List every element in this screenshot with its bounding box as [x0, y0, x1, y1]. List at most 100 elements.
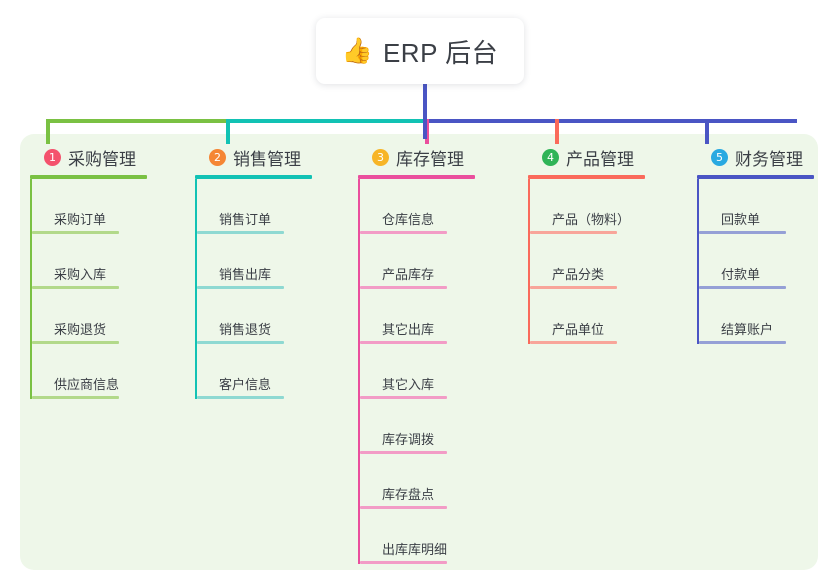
item-rule	[32, 341, 119, 344]
column-spine-2	[195, 179, 197, 399]
column-header-3[interactable]: 3 库存管理	[358, 144, 475, 170]
root-title: ERP 后台	[382, 37, 499, 68]
column-header-rule-2	[195, 175, 312, 179]
item-label: 销售订单	[219, 212, 272, 227]
bus-segment-5	[705, 119, 797, 123]
column-header-2[interactable]: 2 销售管理	[195, 144, 312, 170]
item-label: 仓库信息	[382, 212, 435, 227]
item-label: 库存盘点	[382, 487, 435, 502]
column-items-3: 仓库信息产品库存其它出库其它入库库存调拨库存盘点出库库明细	[358, 179, 475, 564]
item-rule	[360, 286, 447, 289]
item-rule	[197, 286, 284, 289]
drop-connector-4	[555, 119, 559, 144]
column-badge-4: 4	[542, 148, 559, 166]
item-label: 产品单位	[552, 322, 605, 337]
column-spine-4	[528, 179, 530, 344]
list-item[interactable]: 销售出库	[195, 234, 312, 289]
item-rule	[197, 396, 284, 399]
item-rule	[699, 231, 786, 234]
column-items-4: 产品（物料） 产品分类产品单位	[528, 179, 645, 344]
item-label: 回款单	[721, 212, 761, 227]
item-rule	[699, 341, 786, 344]
item-rule	[360, 341, 447, 344]
item-rule	[360, 561, 447, 564]
item-rule	[360, 451, 447, 454]
root-node-card[interactable]: 👍 ERP 后台	[316, 18, 524, 84]
item-label: 结算账户	[721, 322, 774, 337]
bus-segment-3	[425, 119, 555, 123]
bus-segment-1	[46, 119, 226, 123]
item-rule	[530, 341, 617, 344]
list-item[interactable]: 采购订单	[30, 179, 147, 234]
item-label: 其它入库	[382, 377, 435, 392]
drop-connector-5	[705, 119, 709, 144]
column-header-1[interactable]: 1 采购管理	[30, 144, 147, 170]
column-spine-1	[30, 179, 32, 399]
column-items-5: 回款单付款单结算账户	[697, 179, 814, 344]
column-header-5[interactable]: 5 财务管理	[697, 144, 814, 170]
list-item[interactable]: 供应商信息	[30, 344, 147, 399]
column-title-1: 采购管理	[68, 149, 136, 169]
bus-segment-2	[226, 119, 425, 123]
list-item[interactable]: 结算账户	[697, 289, 814, 344]
item-label: 销售退货	[219, 322, 272, 337]
item-rule	[32, 286, 119, 289]
drop-connector-1	[46, 119, 50, 144]
list-item[interactable]: 产品单位	[528, 289, 645, 344]
column-3: 3 库存管理仓库信息产品库存其它出库其它入库库存调拨库存盘点出库库明细	[358, 144, 475, 564]
item-rule	[360, 396, 447, 399]
thumbs-up-icon: 👍	[341, 36, 373, 65]
column-spine-3	[358, 179, 360, 564]
item-label: 客户信息	[219, 377, 272, 392]
item-label: 采购订单	[54, 212, 107, 227]
list-item[interactable]: 库存调拨	[358, 399, 475, 454]
column-badge-1: 1	[44, 148, 61, 166]
column-title-4: 产品管理	[566, 149, 634, 169]
list-item[interactable]: 产品库存	[358, 234, 475, 289]
item-label: 产品分类	[552, 267, 605, 282]
item-rule	[32, 396, 119, 399]
column-header-rule-5	[697, 175, 814, 179]
column-header-4[interactable]: 4 产品管理	[528, 144, 645, 170]
item-label: 其它出库	[382, 322, 435, 337]
list-item[interactable]: 其它出库	[358, 289, 475, 344]
item-rule	[699, 286, 786, 289]
item-label: 销售出库	[219, 267, 272, 282]
item-rule	[530, 286, 617, 289]
item-label: 产品库存	[382, 267, 435, 282]
column-title-3: 库存管理	[396, 149, 464, 169]
column-4: 4 产品管理产品（物料） 产品分类产品单位	[528, 144, 645, 344]
item-rule	[32, 231, 119, 234]
column-header-rule-3	[358, 175, 475, 179]
column-1: 1 采购管理采购订单采购入库采购退货供应商信息	[30, 144, 147, 399]
list-item[interactable]: 采购退货	[30, 289, 147, 344]
item-label: 供应商信息	[54, 377, 120, 392]
list-item[interactable]: 销售订单	[195, 179, 312, 234]
list-item[interactable]: 产品（物料）	[528, 179, 645, 234]
list-item[interactable]: 出库库明细	[358, 509, 475, 564]
mindmap-panel	[20, 134, 818, 570]
list-item[interactable]: 销售退货	[195, 289, 312, 344]
item-label: 产品（物料）	[552, 212, 631, 227]
column-title-2: 销售管理	[233, 149, 301, 169]
item-rule	[197, 231, 284, 234]
list-item[interactable]: 采购入库	[30, 234, 147, 289]
item-label: 采购入库	[54, 267, 107, 282]
list-item[interactable]: 产品分类	[528, 234, 645, 289]
list-item[interactable]: 客户信息	[195, 344, 312, 399]
list-item[interactable]: 仓库信息	[358, 179, 475, 234]
list-item[interactable]: 付款单	[697, 234, 814, 289]
root-trunk-connector	[423, 84, 427, 139]
column-spine-5	[697, 179, 699, 344]
list-item[interactable]: 回款单	[697, 179, 814, 234]
column-title-5: 财务管理	[735, 149, 803, 169]
column-badge-5: 5	[711, 148, 728, 166]
item-label: 库存调拨	[382, 432, 435, 447]
list-item[interactable]: 其它入库	[358, 344, 475, 399]
list-item[interactable]: 库存盘点	[358, 454, 475, 509]
item-rule	[360, 231, 447, 234]
column-badge-3: 3	[372, 148, 389, 166]
column-badge-2: 2	[209, 148, 226, 166]
column-2: 2 销售管理销售订单销售出库销售退货客户信息	[195, 144, 312, 399]
item-rule	[197, 341, 284, 344]
